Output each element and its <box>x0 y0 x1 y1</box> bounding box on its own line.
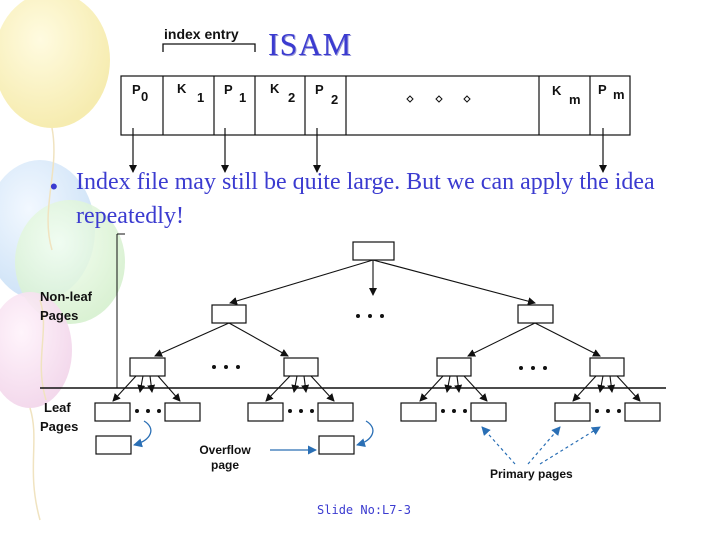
overflow-page-2 <box>318 435 355 455</box>
root-node <box>352 241 395 261</box>
level1-node-left <box>211 304 247 324</box>
cell-k2-sub: 2 <box>288 90 295 105</box>
overflow-links <box>133 420 374 448</box>
cell-k2-letter: K <box>270 81 280 96</box>
leaf-page-2b <box>317 402 354 422</box>
level2-node-1 <box>129 357 166 377</box>
leaf-page-3b <box>470 402 507 422</box>
cell-k1-letter: K <box>177 81 187 96</box>
index-entry-label: index entry <box>164 26 239 42</box>
level2-node-2 <box>283 357 319 377</box>
ellipsis-level2-right <box>519 366 547 370</box>
cell-p2-letter: P <box>315 82 324 97</box>
leaf-page-4a <box>554 402 591 422</box>
cell-p1-sub: 1 <box>239 90 246 105</box>
leaf-page-4b <box>624 402 661 422</box>
leaf-page-1b <box>164 402 201 422</box>
slide-footer: Slide No:L7-3 <box>317 503 411 517</box>
primary-pages-arrows <box>481 426 601 465</box>
cell-p1-letter: P <box>224 82 233 97</box>
cell-km-sub: m <box>569 92 581 107</box>
overflow-page-1 <box>95 435 132 455</box>
ellipsis-leaf-4 <box>595 409 621 413</box>
level2-node-3 <box>436 357 472 377</box>
cell-pm-sub: m <box>613 87 625 102</box>
ellipsis-level2-left <box>212 365 240 369</box>
overflow-page-label: Overflow page <box>192 443 258 473</box>
index-pointer-arrows <box>129 128 607 173</box>
cell-p2-sub: 2 <box>331 92 338 107</box>
leaf-label-line1: Leaf <box>44 400 71 415</box>
cell-k1-sub: 1 <box>197 90 204 105</box>
tree-edges <box>112 259 641 402</box>
balloon-pink-left <box>0 292 72 408</box>
nonleaf-label-line2: Pages <box>40 308 79 323</box>
balloon-yellow-top <box>0 0 110 128</box>
index-entry-bracket <box>162 43 256 52</box>
ellipsis-leaf-2 <box>288 409 314 413</box>
leaf-label-line2: Pages <box>40 419 79 434</box>
index-page <box>120 75 631 136</box>
leaf-page-3a <box>400 402 437 422</box>
leaf-page-1a <box>94 402 131 422</box>
overflow-label-line1: Overflow <box>199 443 251 457</box>
nonleaf-bracket <box>116 233 125 388</box>
cell-p0-sub: 0 <box>141 89 148 104</box>
tree-nodes <box>94 241 661 455</box>
level1-node-right <box>517 304 554 324</box>
ellipsis-level1-mid <box>356 314 384 318</box>
overflow-label-line2: page <box>210 458 239 472</box>
leaf-page-2a <box>247 402 284 422</box>
nonleaf-label-line1: Non-leaf <box>40 289 92 304</box>
nonleaf-label: Non-leaf Pages <box>40 287 92 325</box>
cell-pm-letter: P <box>598 82 607 97</box>
balloon-green-left <box>15 200 125 324</box>
ellipsis-leaf-3 <box>441 409 467 413</box>
index-ellipsis-icon <box>406 95 471 103</box>
bullet-dot-icon: • <box>50 174 58 199</box>
primary-pages-label: Primary pages <box>490 467 573 481</box>
ellipsis-leaf-1 <box>135 409 161 413</box>
cell-km-letter: K <box>552 83 562 98</box>
cell-p0-letter: P <box>132 82 141 97</box>
tree-ellipsis-icons <box>135 314 621 413</box>
leaf-label: Leaf Pages <box>40 398 78 436</box>
bullet-text: Index file may still be quite large. But… <box>76 169 655 229</box>
slide-title: ISAM <box>268 26 353 62</box>
level2-node-4 <box>589 357 625 377</box>
